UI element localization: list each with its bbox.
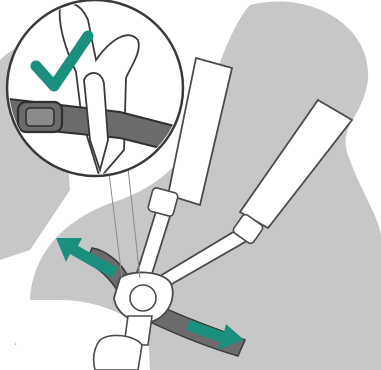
adjuster-buckle (18, 102, 62, 132)
footnote-marker: 1 (14, 342, 16, 346)
